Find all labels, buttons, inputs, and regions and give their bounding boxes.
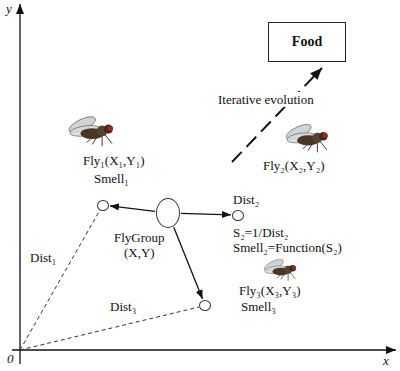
distance-label: Dist₂ [233,192,259,207]
smell-label: Smell₁ [94,171,129,186]
move-arrow [174,227,203,299]
evolution-arrow [232,68,322,162]
axis-label: x [383,353,389,368]
fly-picture [263,257,296,281]
move-arrow [181,213,231,214]
box-title: Food [292,34,322,50]
fly-position: Fly₂(X₂,Y₂)Dist₂S₂=1/Dist₂Smell₂=Functio… [232,210,244,221]
distance-label: Dist₁ [30,250,56,265]
y-axis [19,4,20,364]
fly-label: Fly₃(X₃,Y₃) [239,283,301,298]
group-label: FlyGroup (X,Y) [114,230,165,260]
evolution-label: Iterative evolution [216,92,316,107]
group-ellipse: FlyGroup (X,Y) [156,198,180,228]
origin-label: 0 [7,351,14,366]
fly-position: Fly₃(X₃,Y₃)Smell₃ [199,300,211,311]
distance-line [20,307,199,350]
distance-line [20,210,100,350]
move-arrow [110,206,155,212]
distance-label: Dist₃ [110,299,136,314]
fly-label: Fly₂(X₂,Y₂) [263,158,325,173]
smell-label: Smell₂=Function(S₂) [233,240,342,255]
fly-picture [67,114,113,147]
fly-label: Fly₁(X₁,Y₁) [83,153,145,168]
target-box: Food [268,22,346,62]
x-axis [12,349,396,350]
fly-picture [284,122,327,153]
smell-label: Smell₃ [241,299,276,314]
axis-label: y [6,1,12,16]
fly-position: Fly₁(X₁,Y₁)Smell₁ [97,200,109,211]
formula-label: S₂=1/Dist₂ [233,225,288,240]
